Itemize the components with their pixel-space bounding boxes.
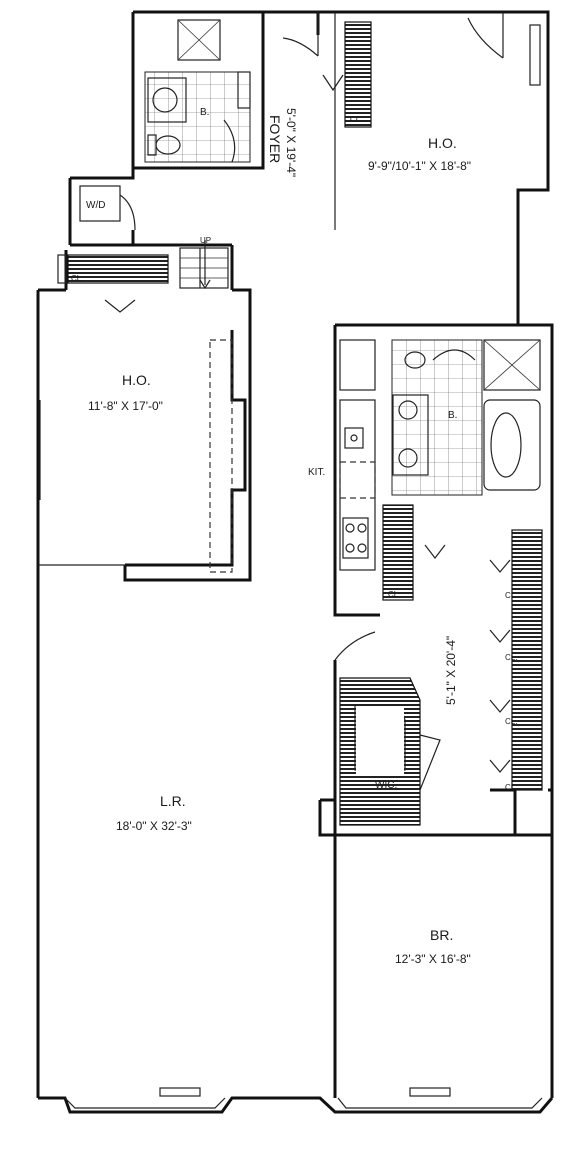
hall-dim: 5'-1" X 20'-4" <box>444 636 458 705</box>
hall-closets: CL. CL. CL. CL. CL. 5'-1" X 20'-4" <box>382 504 543 792</box>
stair-closet-label: CL. <box>71 274 83 283</box>
bedroom: BR. 12'-3" X 16'-8" <box>395 927 471 966</box>
lr-label: L.R. <box>160 793 186 809</box>
home-office-top: H.O. 9'-9"/10'-1" X 18'-8" <box>368 12 504 173</box>
wic-label: WIC. <box>375 780 397 791</box>
kitchen: KIT. <box>308 339 376 571</box>
washer-dryer: W/D <box>79 185 136 231</box>
living-room: L.R. 18'-0" X 32'-3" <box>116 793 192 833</box>
ho-left-label: H.O. <box>122 372 151 388</box>
walk-in-closet: WIC. <box>334 631 441 826</box>
stair-up-label: UP <box>200 236 211 245</box>
ho-left-dim: 11'-8" X 17'-0" <box>88 399 163 413</box>
ho-top-label: H.O. <box>428 135 457 151</box>
windows <box>57 24 541 1097</box>
lr-dim: 18'-0" X 32'-3" <box>116 819 192 833</box>
kit-closet-label: CL. <box>388 590 400 599</box>
bath-top: B. <box>144 19 251 163</box>
foyer: CL. FOYER 5'-0" X 19'-4" <box>267 12 372 230</box>
hall-closet-4: CL. <box>505 783 517 792</box>
br-label: BR. <box>430 927 453 943</box>
home-office-left: H.O. 11'-8" X 17'-0" <box>39 339 233 573</box>
stair-area: CL. UP <box>67 236 229 313</box>
foyer-dim: 5'-0" X 19'-4" <box>284 108 298 177</box>
wd-label: W/D <box>86 200 105 211</box>
br-dim: 12'-3" X 16'-8" <box>395 952 471 966</box>
foyer-label: FOYER <box>267 115 283 163</box>
bath-main: B. <box>391 339 541 496</box>
hall-closet-1: CL. <box>505 591 517 600</box>
bath-top-label: B. <box>200 107 209 118</box>
hall-closet-2: CL. <box>505 653 517 662</box>
hall-closet-3: CL. <box>505 717 517 726</box>
ho-top-dim: 9'-9"/10'-1" X 18'-8" <box>368 159 471 173</box>
kitchen-label: KIT. <box>308 467 325 478</box>
top-closet-label: CL. <box>350 115 362 124</box>
bath-main-label: B. <box>448 410 457 421</box>
